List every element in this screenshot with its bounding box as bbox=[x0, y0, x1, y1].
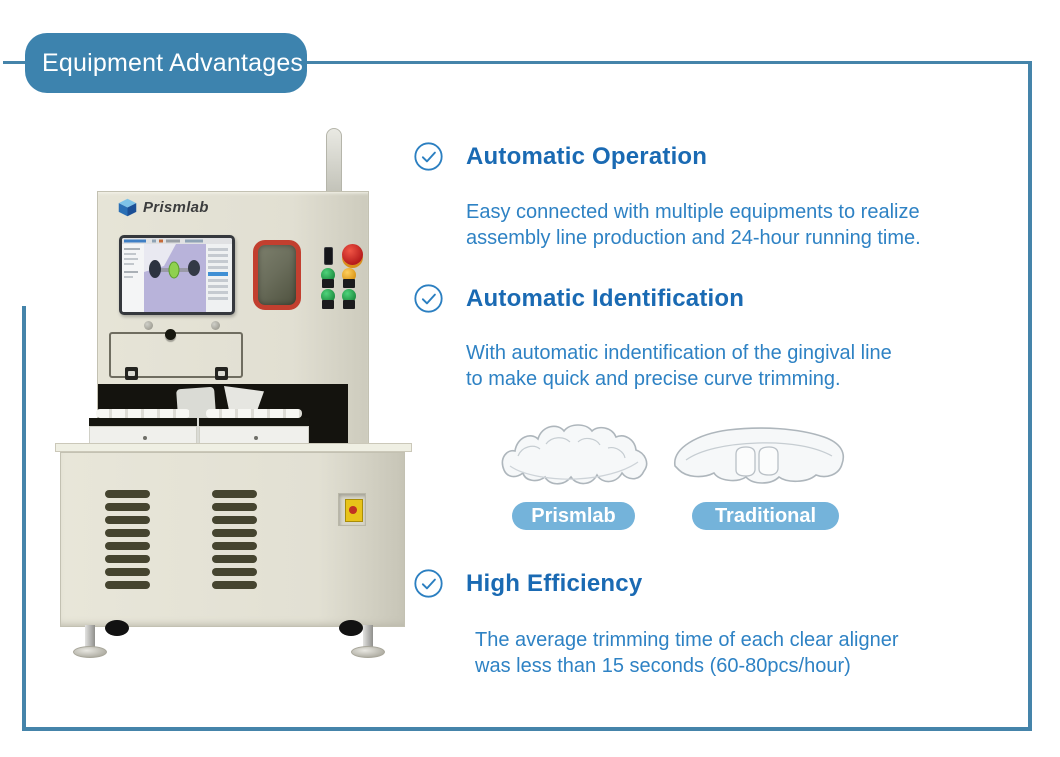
caster-wheel bbox=[105, 620, 129, 636]
brand-logo: Prismlab bbox=[117, 197, 209, 218]
inspection-window bbox=[253, 240, 301, 310]
amber-button bbox=[342, 268, 356, 288]
page-border-top bbox=[3, 61, 1032, 64]
emergency-stop-button bbox=[342, 244, 363, 265]
green-button bbox=[321, 289, 335, 309]
screw bbox=[144, 321, 153, 330]
feature-automatic-operation: Automatic Operation bbox=[413, 141, 707, 172]
traditional-aligner-image bbox=[674, 427, 845, 484]
panel-latch bbox=[125, 367, 138, 380]
feature-description: With automatic indentification of the gi… bbox=[466, 342, 892, 390]
feature-description: The average trimming time of each clear … bbox=[475, 629, 899, 677]
green-button bbox=[321, 268, 335, 288]
caster-wheel bbox=[339, 620, 363, 636]
base-cabinet bbox=[60, 452, 405, 627]
power-switch bbox=[338, 493, 366, 526]
feature-high-efficiency: High Efficiency bbox=[413, 568, 642, 599]
prismlab-aligner-image bbox=[501, 424, 648, 485]
signal-tower bbox=[326, 128, 342, 194]
check-circle-icon bbox=[414, 142, 443, 171]
traditional-label-badge: Traditional bbox=[692, 502, 839, 530]
control-screen bbox=[119, 235, 235, 315]
panel-latch bbox=[215, 367, 228, 380]
ventilation-louvers bbox=[105, 490, 150, 594]
leveling-foot bbox=[85, 625, 95, 651]
brand-name: Prismlab bbox=[143, 199, 209, 216]
check-circle-icon bbox=[414, 284, 443, 313]
prismlab-cube-icon bbox=[118, 198, 137, 217]
section-title-label: Equipment Advantages bbox=[42, 48, 304, 77]
leveling-foot bbox=[363, 625, 373, 651]
feature-automatic-identification: Automatic Identification bbox=[413, 283, 744, 314]
access-panel bbox=[109, 332, 243, 378]
green-button bbox=[342, 289, 356, 309]
feature-description: Easy connected with multiple equipments … bbox=[466, 201, 921, 249]
machine-image: Prismlab bbox=[55, 120, 415, 670]
section-title-badge: Equipment Advantages bbox=[25, 33, 307, 93]
feature-title: Automatic Identification bbox=[466, 284, 745, 312]
feature-title: High Efficiency bbox=[466, 569, 643, 597]
page-border-right bbox=[1028, 61, 1032, 731]
leveling-foot bbox=[73, 646, 107, 658]
power-toggle bbox=[324, 247, 333, 265]
page-border-left bbox=[22, 306, 26, 731]
aligner-row bbox=[96, 409, 190, 418]
leveling-foot bbox=[351, 646, 385, 658]
ventilation-louvers bbox=[212, 490, 257, 594]
page-border-bottom bbox=[22, 727, 1032, 731]
screw bbox=[211, 321, 220, 330]
base-top-lip bbox=[55, 443, 412, 452]
aligner-row bbox=[206, 409, 302, 418]
panel-knob bbox=[165, 329, 176, 340]
check-circle-icon bbox=[414, 569, 443, 598]
feature-title: Automatic Operation bbox=[466, 142, 708, 170]
cad-software-screen bbox=[122, 238, 232, 312]
prismlab-label-badge: Prismlab bbox=[512, 502, 635, 530]
